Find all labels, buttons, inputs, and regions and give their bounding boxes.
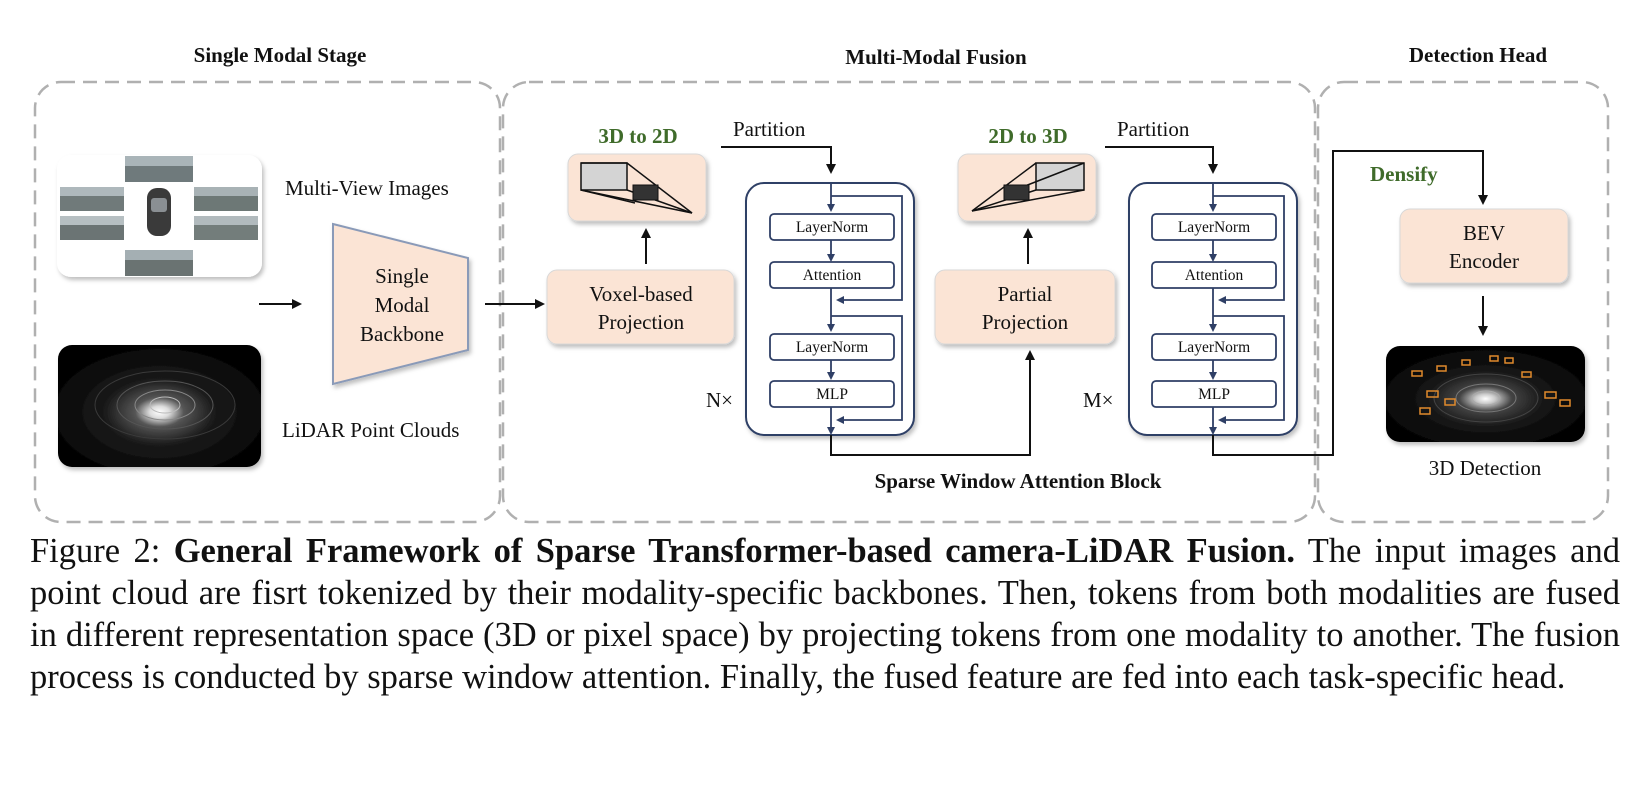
- sparse-window-attention-label: Sparse Window Attention Block: [875, 469, 1162, 493]
- right-block-layernorm-1: LayerNorm: [1178, 219, 1250, 236]
- 2d-to-3d-projection-icon: [957, 153, 1097, 222]
- 3d-detection-label: 3D Detection: [1429, 456, 1542, 480]
- densify-label: Densify: [1370, 162, 1438, 186]
- 3d-detection-thumbnail: [1386, 346, 1585, 442]
- voxel-based-projection-box: [546, 269, 735, 345]
- right-block-mlp: MLP: [1198, 386, 1230, 403]
- left-block-attention: Attention: [803, 267, 862, 284]
- partition-label-left: Partition: [733, 117, 806, 141]
- right-block-layernorm-2: LayerNorm: [1178, 339, 1250, 356]
- arrow-right-block-to-bev: [1212, 150, 1488, 456]
- partial-projection-line-2: Projection: [982, 310, 1069, 334]
- caption-title: General Framework of Sparse Transformer-…: [173, 532, 1295, 570]
- section-title-single-modal: Single Modal Stage: [194, 43, 367, 67]
- bev-encoder-line-1: BEV: [1463, 221, 1505, 245]
- lidar-point-cloud-thumbnail: [58, 345, 261, 467]
- backbone-label-line-1: Single: [375, 264, 429, 288]
- multi-view-images-thumbnail: [57, 155, 262, 277]
- bev-encoder-box: [1399, 208, 1569, 284]
- multi-modal-fusion-panel: [501, 80, 1317, 524]
- left-block-layernorm-2: LayerNorm: [796, 339, 868, 356]
- caption-prefix: Figure 2:: [30, 532, 174, 570]
- caption-body: The input images and point cloud are fis…: [30, 532, 1620, 696]
- left-block-mlp: MLP: [816, 386, 848, 403]
- 3d-to-2d-title: 3D to 2D: [598, 124, 677, 148]
- left-block-layernorm-1: LayerNorm: [796, 219, 868, 236]
- partial-projection-box: [934, 269, 1116, 345]
- section-title-fusion: Multi-Modal Fusion: [845, 45, 1027, 69]
- lidar-point-clouds-label: LiDAR Point Clouds: [282, 418, 459, 442]
- multi-view-images-label: Multi-View Images: [285, 176, 449, 200]
- backbone-label-line-2: Modal: [375, 293, 430, 317]
- partition-arrow-right: [1105, 146, 1218, 174]
- left-block-repeat-label: N×: [706, 388, 733, 412]
- single-modal-backbone: [332, 222, 469, 386]
- voxel-projection-line-1: Voxel-based: [589, 282, 693, 306]
- sparse-attention-block-left: [745, 182, 915, 436]
- bev-encoder-line-2: Encoder: [1449, 249, 1519, 273]
- backbone-label-line-3: Backbone: [360, 322, 444, 346]
- detection-head-panel: [1316, 80, 1610, 524]
- right-block-repeat-label: M×: [1083, 388, 1114, 412]
- 3d-to-2d-projection-icon: [567, 153, 707, 222]
- figure-caption: Figure 2: General Framework of Sparse Tr…: [30, 530, 1620, 698]
- framework-diagram: Single Modal Stage Multi-Modal Fusion De…: [33, 43, 1610, 524]
- partial-projection-line-1: Partial: [998, 282, 1053, 306]
- partition-arrow-left: [721, 146, 836, 174]
- arrow-left-block-to-partial-projection: [830, 350, 1035, 456]
- right-block-attention: Attention: [1185, 267, 1244, 284]
- section-title-head: Detection Head: [1409, 43, 1548, 67]
- partition-label-right: Partition: [1117, 117, 1190, 141]
- 2d-to-3d-title: 2D to 3D: [988, 124, 1067, 148]
- single-modal-stage-panel: [33, 80, 502, 524]
- voxel-projection-line-2: Projection: [598, 310, 685, 334]
